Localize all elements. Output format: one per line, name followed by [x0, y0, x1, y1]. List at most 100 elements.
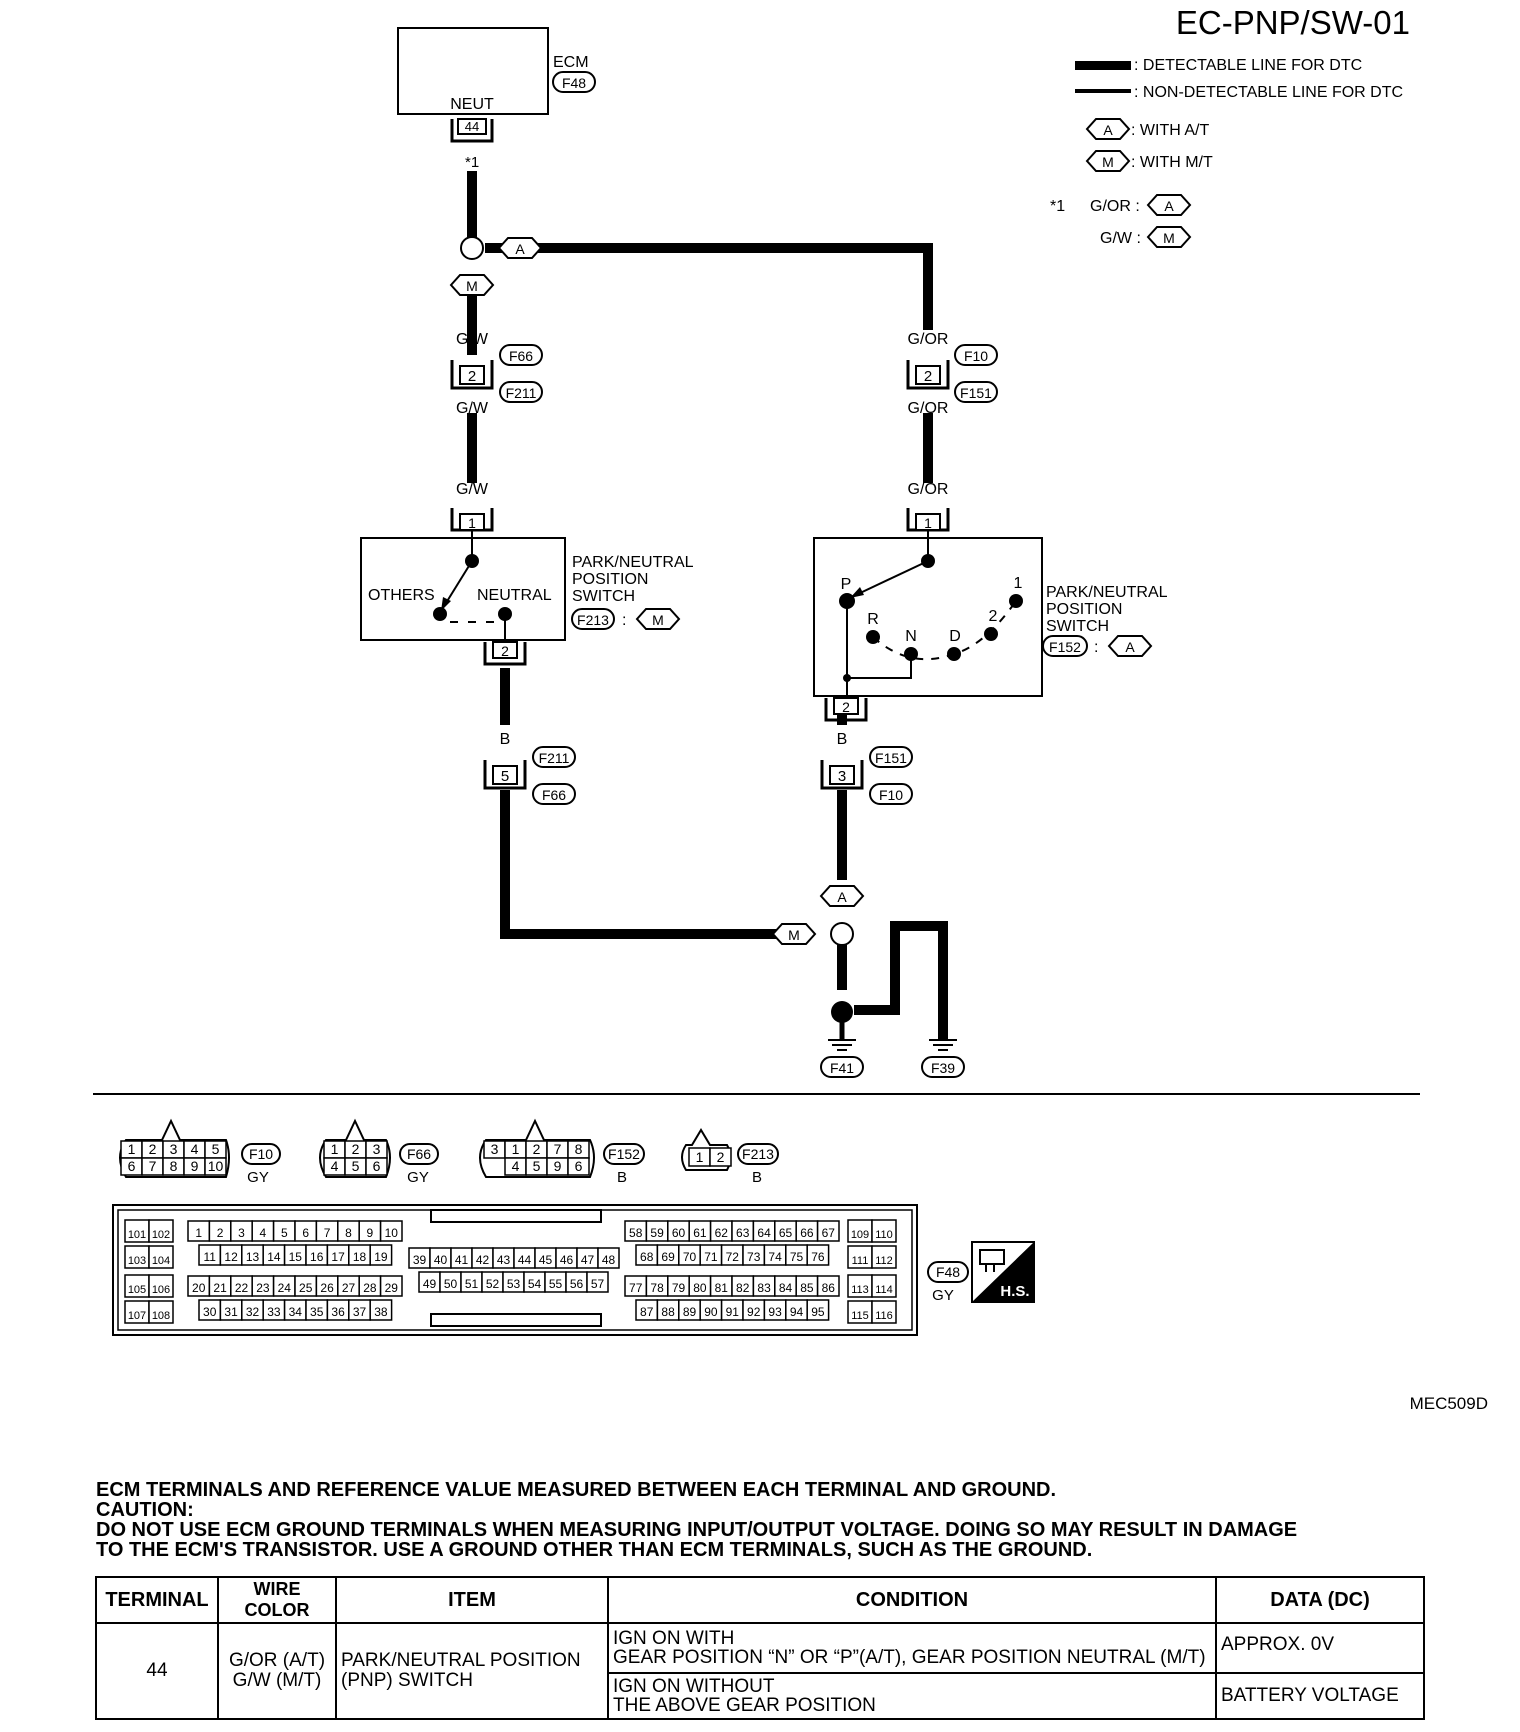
pin-number: 3 [238, 1226, 245, 1240]
pin-cell [871, 1300, 897, 1324]
tag-m-top: M [450, 274, 494, 296]
pin-number: 6 [373, 1158, 381, 1174]
right-wire-b-1: B [837, 731, 848, 748]
pin-number: 4 [191, 1141, 199, 1157]
svg-text:M: M [1102, 154, 1114, 170]
svg-text:A: A [1164, 198, 1174, 214]
pin-number: 62 [715, 1226, 729, 1240]
table-row: 44 G/OR (A/T) G/W (M/T) PARK/NEUTRAL POS… [95, 1622, 1425, 1720]
pin-number: 5 [352, 1158, 360, 1174]
left-wire-gw-2: G/W [456, 400, 489, 417]
pin-number: 65 [779, 1226, 793, 1240]
pin-number: 7 [324, 1226, 331, 1240]
figure-code: MEC509D [1410, 1394, 1488, 1410]
pin-cell [816, 1275, 840, 1297]
pin-number: 83 [757, 1281, 771, 1295]
ecm-connector-tag: F48 [552, 71, 596, 93]
right-switch-arrow [850, 587, 864, 598]
right-conn-f151-tag: F151 [954, 381, 998, 403]
pin-number: 4 [512, 1158, 520, 1174]
pin-number: 38 [374, 1305, 388, 1319]
svg-text:2: 2 [468, 368, 476, 385]
pin-number: 59 [650, 1226, 664, 1240]
condition-2-line-2: THE ABOVE GEAR POSITION [613, 1695, 876, 1716]
svg-text:2: 2 [924, 368, 932, 385]
pin-number: 89 [683, 1305, 697, 1319]
pin-number: 40 [434, 1253, 448, 1267]
pin-number: 2 [717, 1149, 725, 1165]
pin-number: 33 [267, 1305, 281, 1319]
pin-number: 77 [629, 1281, 643, 1295]
pin-number: 91 [726, 1305, 740, 1319]
pin-number: 11 [203, 1250, 216, 1264]
pin-number: 14 [267, 1250, 281, 1264]
legend-non-detectable: : NON-DETECTABLE LINE FOR DTC [1134, 84, 1403, 101]
pin-number: 9 [367, 1226, 374, 1240]
pin-number: 35 [310, 1305, 324, 1319]
wire-color-at: G/OR (A/T) [228, 1650, 326, 1671]
pin-number: 49 [423, 1277, 437, 1291]
pin-number: 55 [549, 1277, 563, 1291]
pin-number: 8 [575, 1141, 583, 1157]
pin-number: 67 [822, 1226, 836, 1240]
right-upper-inline-connector: 2 [906, 360, 950, 390]
right-wire-b-2: B [837, 802, 848, 819]
pin-number: 104 [152, 1255, 170, 1267]
pin-number: 69 [661, 1250, 675, 1264]
svg-text:F211: F211 [506, 385, 537, 401]
pin-number: 84 [779, 1281, 793, 1295]
right-switch-1-contact [1009, 594, 1023, 608]
header-condition: CONDITION [607, 1576, 1217, 1624]
pin-number: 10 [385, 1226, 399, 1240]
right-switch-pos-p: P [841, 576, 852, 593]
right-lower-inline-connector: 3 [820, 760, 864, 790]
ecm-terminal-table: TERMINAL WIRE COLOR ITEM CONDITION DATA … [95, 1576, 1425, 1720]
pin-number: 112 [875, 1255, 893, 1267]
svg-text:F48: F48 [936, 1264, 960, 1280]
pin-cell [148, 1300, 174, 1324]
pin-number: 76 [811, 1250, 825, 1264]
svg-text:M: M [466, 278, 478, 294]
right-switch-name-2: POSITION [1046, 601, 1122, 618]
pin-number: 51 [465, 1277, 479, 1291]
condition-2-line-1: IGN ON WITHOUT [613, 1676, 775, 1697]
pin-cell [148, 1245, 174, 1269]
right-switch-pos-n: N [905, 628, 917, 645]
pin-number: 2 [352, 1141, 360, 1157]
pin-number: 2 [149, 1141, 157, 1157]
ecm-note-mark: *1 [465, 154, 479, 171]
right-wire-gor-3: G/OR [908, 481, 949, 498]
pin-cell [567, 1157, 590, 1176]
cell-wire-color: G/OR (A/T) G/W (M/T) [217, 1622, 337, 1720]
pin-number: 94 [790, 1305, 804, 1319]
left-switch-name-1: PARK/NEUTRAL [572, 554, 694, 571]
pin-number: 2 [533, 1141, 541, 1157]
pin-number: 1 [331, 1141, 339, 1157]
pin-number: 6 [302, 1226, 309, 1240]
pin-number: 106 [152, 1284, 170, 1296]
pin-number: 44 [518, 1253, 532, 1267]
pin-number: 24 [278, 1281, 292, 1295]
pin-number: 1 [512, 1141, 520, 1157]
pin-number: 74 [768, 1250, 782, 1264]
ground-f41-tag: F41 [820, 1056, 864, 1078]
right-switch-conn-tag: F152 [1042, 635, 1088, 657]
svg-text:F151: F151 [960, 385, 992, 401]
cell-data-1: APPROX. 0V [1215, 1622, 1425, 1674]
splice-top [460, 236, 484, 260]
ground-f39-tag: F39 [921, 1056, 965, 1078]
left-wire-b-3: B [500, 802, 511, 819]
ecm-pin-44: 44 [450, 118, 494, 143]
pin-cell [148, 1274, 174, 1298]
ground-wire-b-2: B [890, 967, 901, 984]
pin-number: 61 [693, 1226, 707, 1240]
svg-text:2: 2 [501, 643, 509, 659]
left-switch-pin-2: 2 [483, 641, 527, 666]
pin-number: 114 [875, 1284, 893, 1296]
pin-number: 17 [331, 1250, 345, 1264]
right-switch-pos-d: D [949, 628, 961, 645]
pin-number: 63 [736, 1226, 750, 1240]
